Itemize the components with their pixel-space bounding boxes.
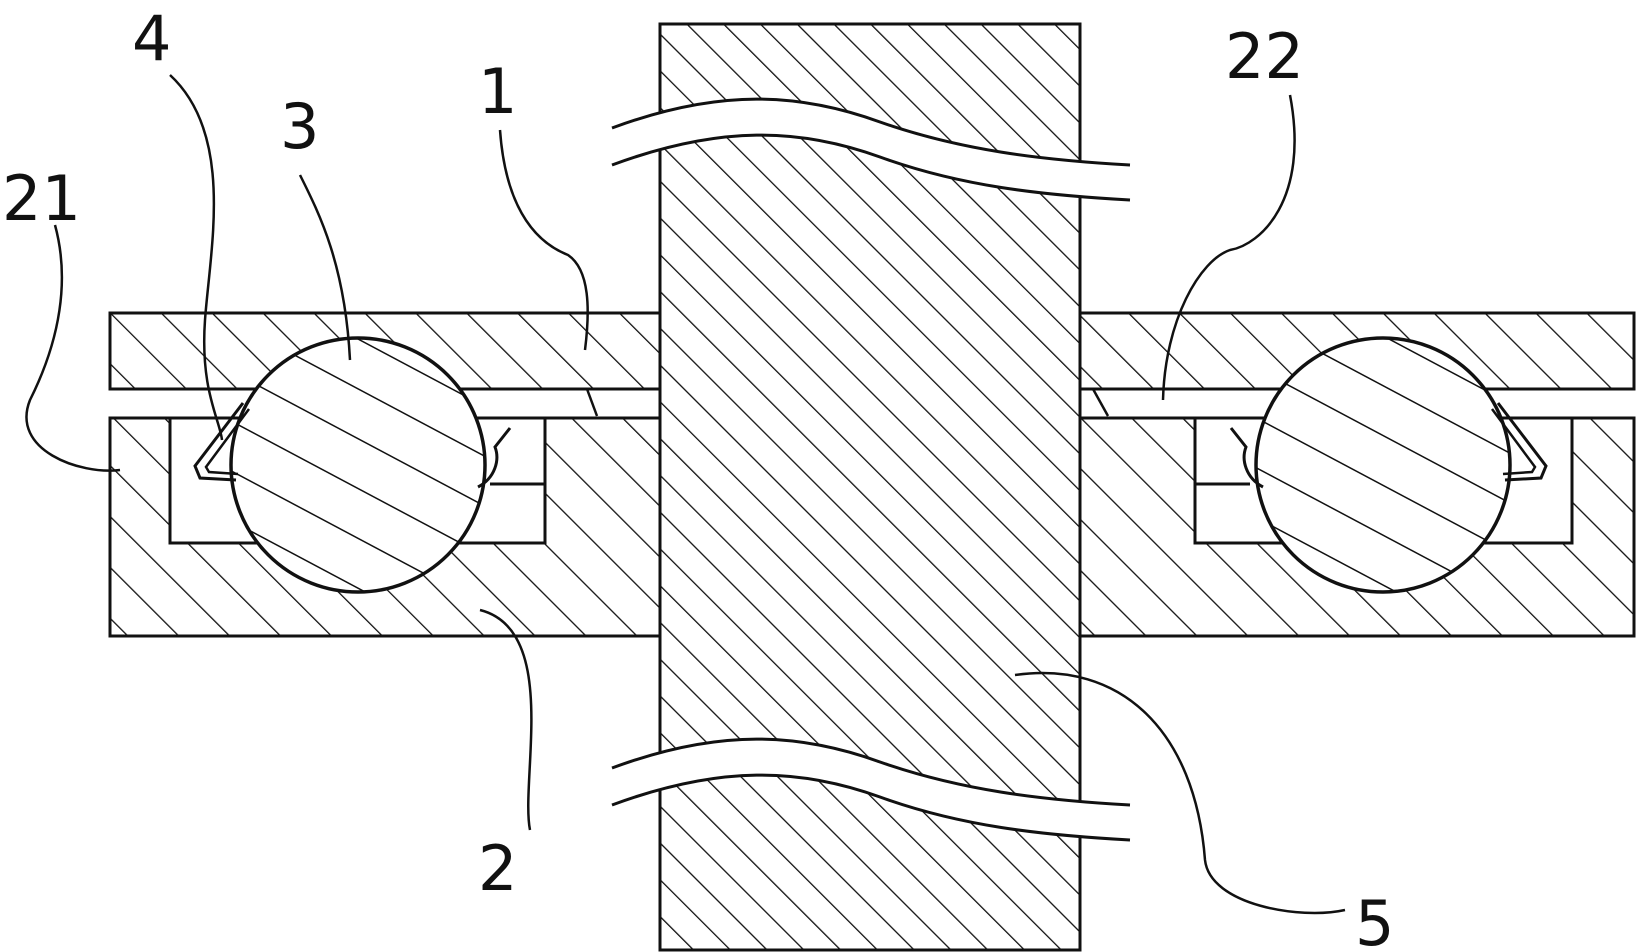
shaft-break-bottom-line1 <box>611 737 1131 807</box>
clip-left-right <box>477 427 512 489</box>
leader-4 <box>169 74 224 441</box>
ball-right <box>1254 336 1512 594</box>
label-5: 5 <box>1355 887 1394 952</box>
label-2: 2 <box>478 832 517 905</box>
shaft-break-top-line1 <box>611 97 1131 167</box>
groove-left <box>585 388 599 417</box>
label-3: 3 <box>280 90 319 163</box>
shaft-break-top <box>612 99 1130 200</box>
leader-5 <box>1014 671 1346 915</box>
shaft-break-top-line2 <box>611 133 1131 202</box>
clip-right-outer <box>1496 402 1548 482</box>
shaft-break-bottom <box>612 739 1130 840</box>
label-22: 22 <box>1225 20 1304 93</box>
leader-2 <box>479 608 533 831</box>
leader-22 <box>1161 94 1296 401</box>
leader-21 <box>25 224 121 472</box>
label-21: 21 <box>2 162 81 235</box>
label-4: 4 <box>132 2 171 75</box>
leader-3 <box>298 174 352 361</box>
clip-left-outer <box>193 402 245 482</box>
clip-right-left <box>1229 427 1264 489</box>
shaft-break-bottom-line2 <box>611 773 1131 842</box>
leader-1 <box>498 129 589 351</box>
groove-right <box>1091 388 1110 417</box>
clip-right-inner <box>1490 408 1537 476</box>
ball-left <box>229 336 487 594</box>
label-1: 1 <box>478 55 517 128</box>
clip-left-inner <box>204 408 251 476</box>
